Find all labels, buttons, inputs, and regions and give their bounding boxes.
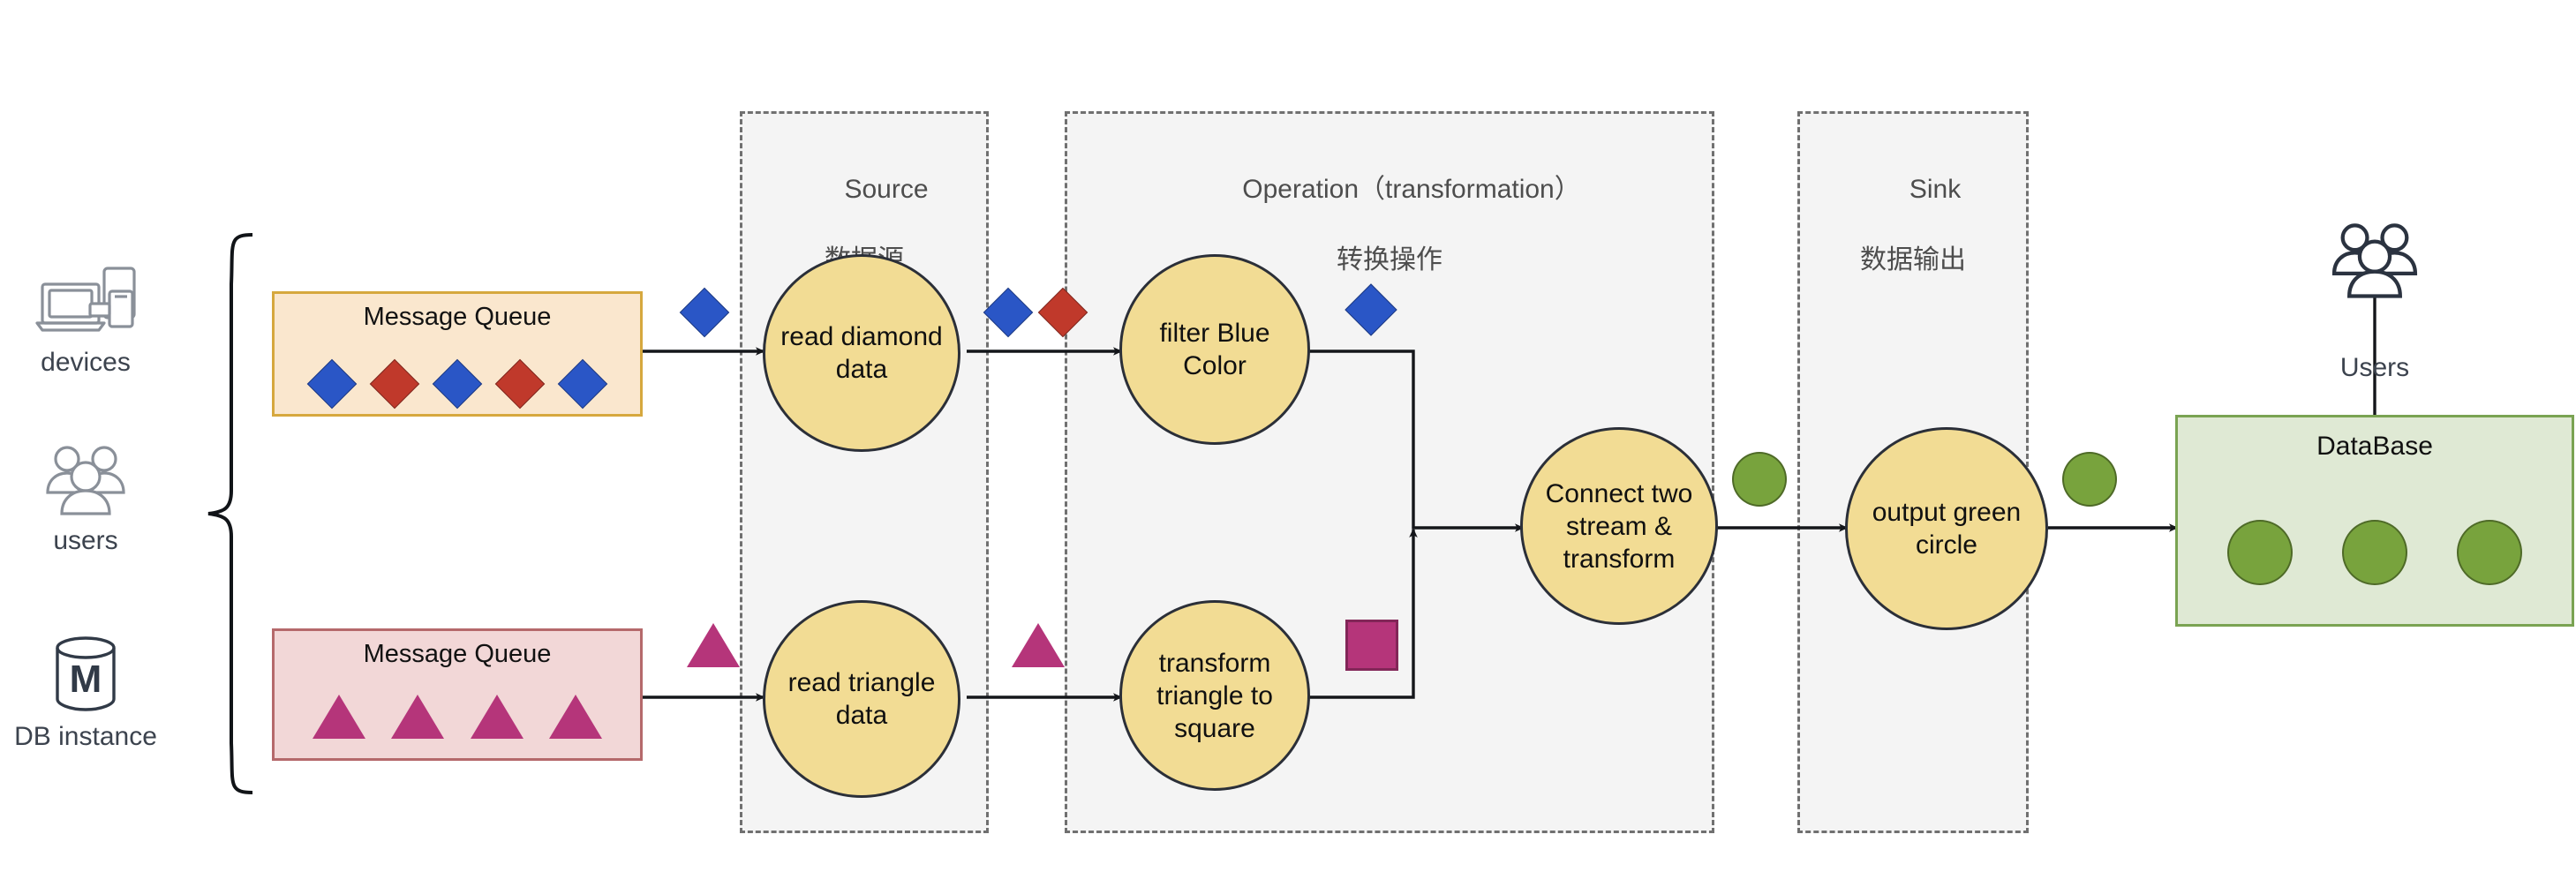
database-item-circle xyxy=(2227,520,2293,585)
node-read-triangle-data-label: read triangle data xyxy=(787,668,936,730)
marker-source-out-blue xyxy=(983,287,1034,338)
queue-triangle-item xyxy=(548,695,602,739)
svg-text:M: M xyxy=(70,658,102,701)
node-connect-two-stream-label: Connect two stream & transform xyxy=(1545,478,1693,574)
marker-sink-out xyxy=(2062,452,2117,507)
marker-transform-out xyxy=(1345,620,1398,671)
queue-diamond-items xyxy=(275,358,640,410)
grouping-brace xyxy=(207,233,253,794)
users-group-icon xyxy=(2331,223,2418,298)
users-sink-label: Users xyxy=(2339,353,2410,382)
node-connect-two-stream[interactable]: Connect two stream & transform xyxy=(1520,427,1718,625)
node-read-diamond-data-label: read diamond data xyxy=(780,322,943,384)
legend-label-db-instance: DB instance xyxy=(14,722,157,751)
database-item-circle xyxy=(2457,520,2522,585)
lane-source-title-en: Source xyxy=(844,175,929,204)
lane-sink-title-en: Sink xyxy=(1909,175,1962,204)
marker-source-out-triangle xyxy=(1012,623,1065,667)
queue-triangle-item xyxy=(391,695,445,739)
lane-sink-title: Sink 数据输出 xyxy=(1800,137,2026,349)
queue-diamond[interactable]: Message Queue xyxy=(272,291,643,417)
users-sink xyxy=(2269,221,2481,302)
node-read-triangle-data[interactable]: read triangle data xyxy=(763,600,960,798)
lane-operation-title-en: Operation（transformation） xyxy=(1242,175,1581,204)
queue-diamond-item xyxy=(369,358,420,410)
node-output-green-circle-label: output green circle xyxy=(1872,498,2022,560)
node-filter-blue-color[interactable]: filter Blue Color xyxy=(1119,254,1310,445)
queue-diamond-item xyxy=(306,358,358,410)
queue-diamond-item xyxy=(432,358,483,410)
marker-connect-out xyxy=(1732,452,1787,507)
legend-label-devices: devices xyxy=(41,348,131,377)
lane-sink-title-cn: 数据输出 xyxy=(1860,245,1966,274)
legend-label-users: users xyxy=(53,526,118,555)
marker-queue-out-diamond xyxy=(679,287,730,338)
database-item-circle xyxy=(2342,520,2407,585)
legend-item-users: users xyxy=(0,443,187,556)
queue-triangle-label: Message Queue xyxy=(363,640,552,668)
legend-item-devices: devices xyxy=(0,265,187,378)
devices-icon xyxy=(35,267,136,332)
queue-triangle-items xyxy=(275,695,640,739)
node-transform-triangle-to-square-label: transform triangle to square xyxy=(1156,648,1273,743)
node-output-green-circle[interactable]: output green circle xyxy=(1845,427,2048,630)
queue-diamond-item xyxy=(494,358,546,410)
node-filter-blue-color-label: filter Blue Color xyxy=(1159,319,1270,380)
database-m-icon: M xyxy=(56,636,116,711)
queue-triangle-item xyxy=(313,695,366,739)
queue-diamond-item xyxy=(557,358,608,410)
database-box[interactable]: DataBase xyxy=(2175,415,2574,627)
queue-triangle-item xyxy=(470,695,523,739)
database-items xyxy=(2178,520,2572,585)
legend-item-db-instance: M DB instance xyxy=(0,634,187,752)
queue-triangle[interactable]: Message Queue xyxy=(272,628,643,761)
marker-queue-out-triangle xyxy=(687,623,740,667)
database-label: DataBase xyxy=(2316,432,2433,461)
node-transform-triangle-to-square[interactable]: transform triangle to square xyxy=(1119,600,1310,791)
node-read-diamond-data[interactable]: read diamond data xyxy=(763,254,960,452)
users-group-icon xyxy=(46,446,125,515)
queue-diamond-label: Message Queue xyxy=(363,303,552,331)
